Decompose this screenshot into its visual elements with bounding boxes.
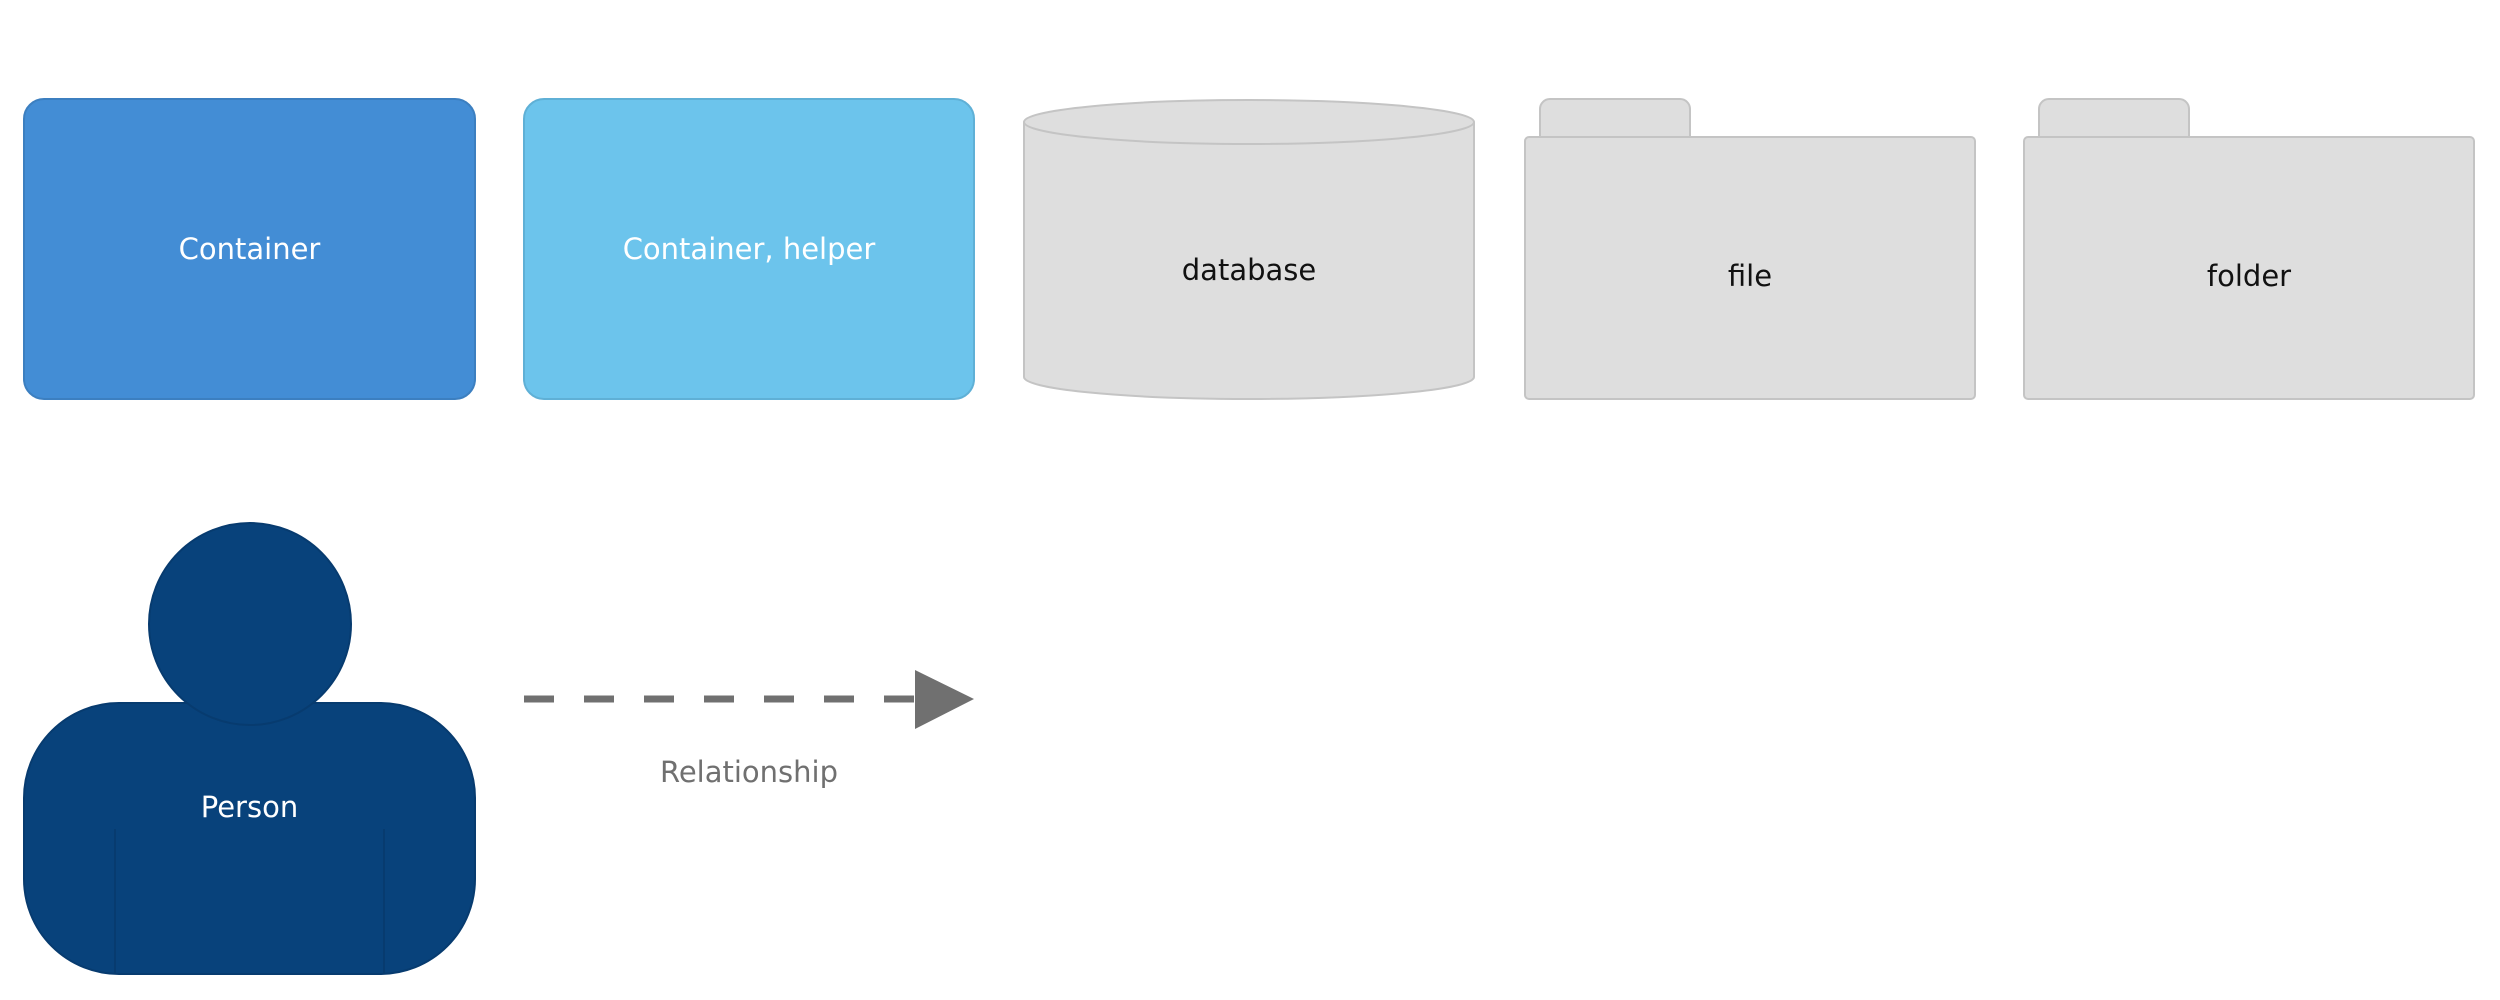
container-label: Container — [178, 232, 321, 266]
relationship-arrow[interactable] — [524, 670, 974, 729]
container-shape[interactable] — [23, 98, 476, 400]
person-shape[interactable] — [23, 522, 476, 975]
folder-label: folder — [2206, 259, 2292, 293]
database-label: database — [1181, 253, 1317, 287]
person-node: Person — [24, 703, 475, 974]
database-shape[interactable] — [1023, 99, 1475, 400]
person-label: Person — [200, 790, 299, 824]
database-node: database — [1024, 99, 1474, 399]
container-helper-shape[interactable] — [523, 98, 975, 400]
folder-node: folder — [2024, 99, 2474, 399]
file-label: file — [1727, 259, 1773, 293]
container-helper-node: Container, helper — [524, 99, 974, 399]
container-node: Container — [24, 99, 475, 399]
relationship-label: Relationship — [659, 755, 839, 789]
file-node: file — [1525, 99, 1975, 399]
folder-shape[interactable] — [2023, 98, 2475, 400]
relationship-node: Relationship — [524, 755, 974, 795]
file-shape[interactable] — [1524, 98, 1976, 400]
container-helper-label: Container, helper — [622, 232, 876, 266]
